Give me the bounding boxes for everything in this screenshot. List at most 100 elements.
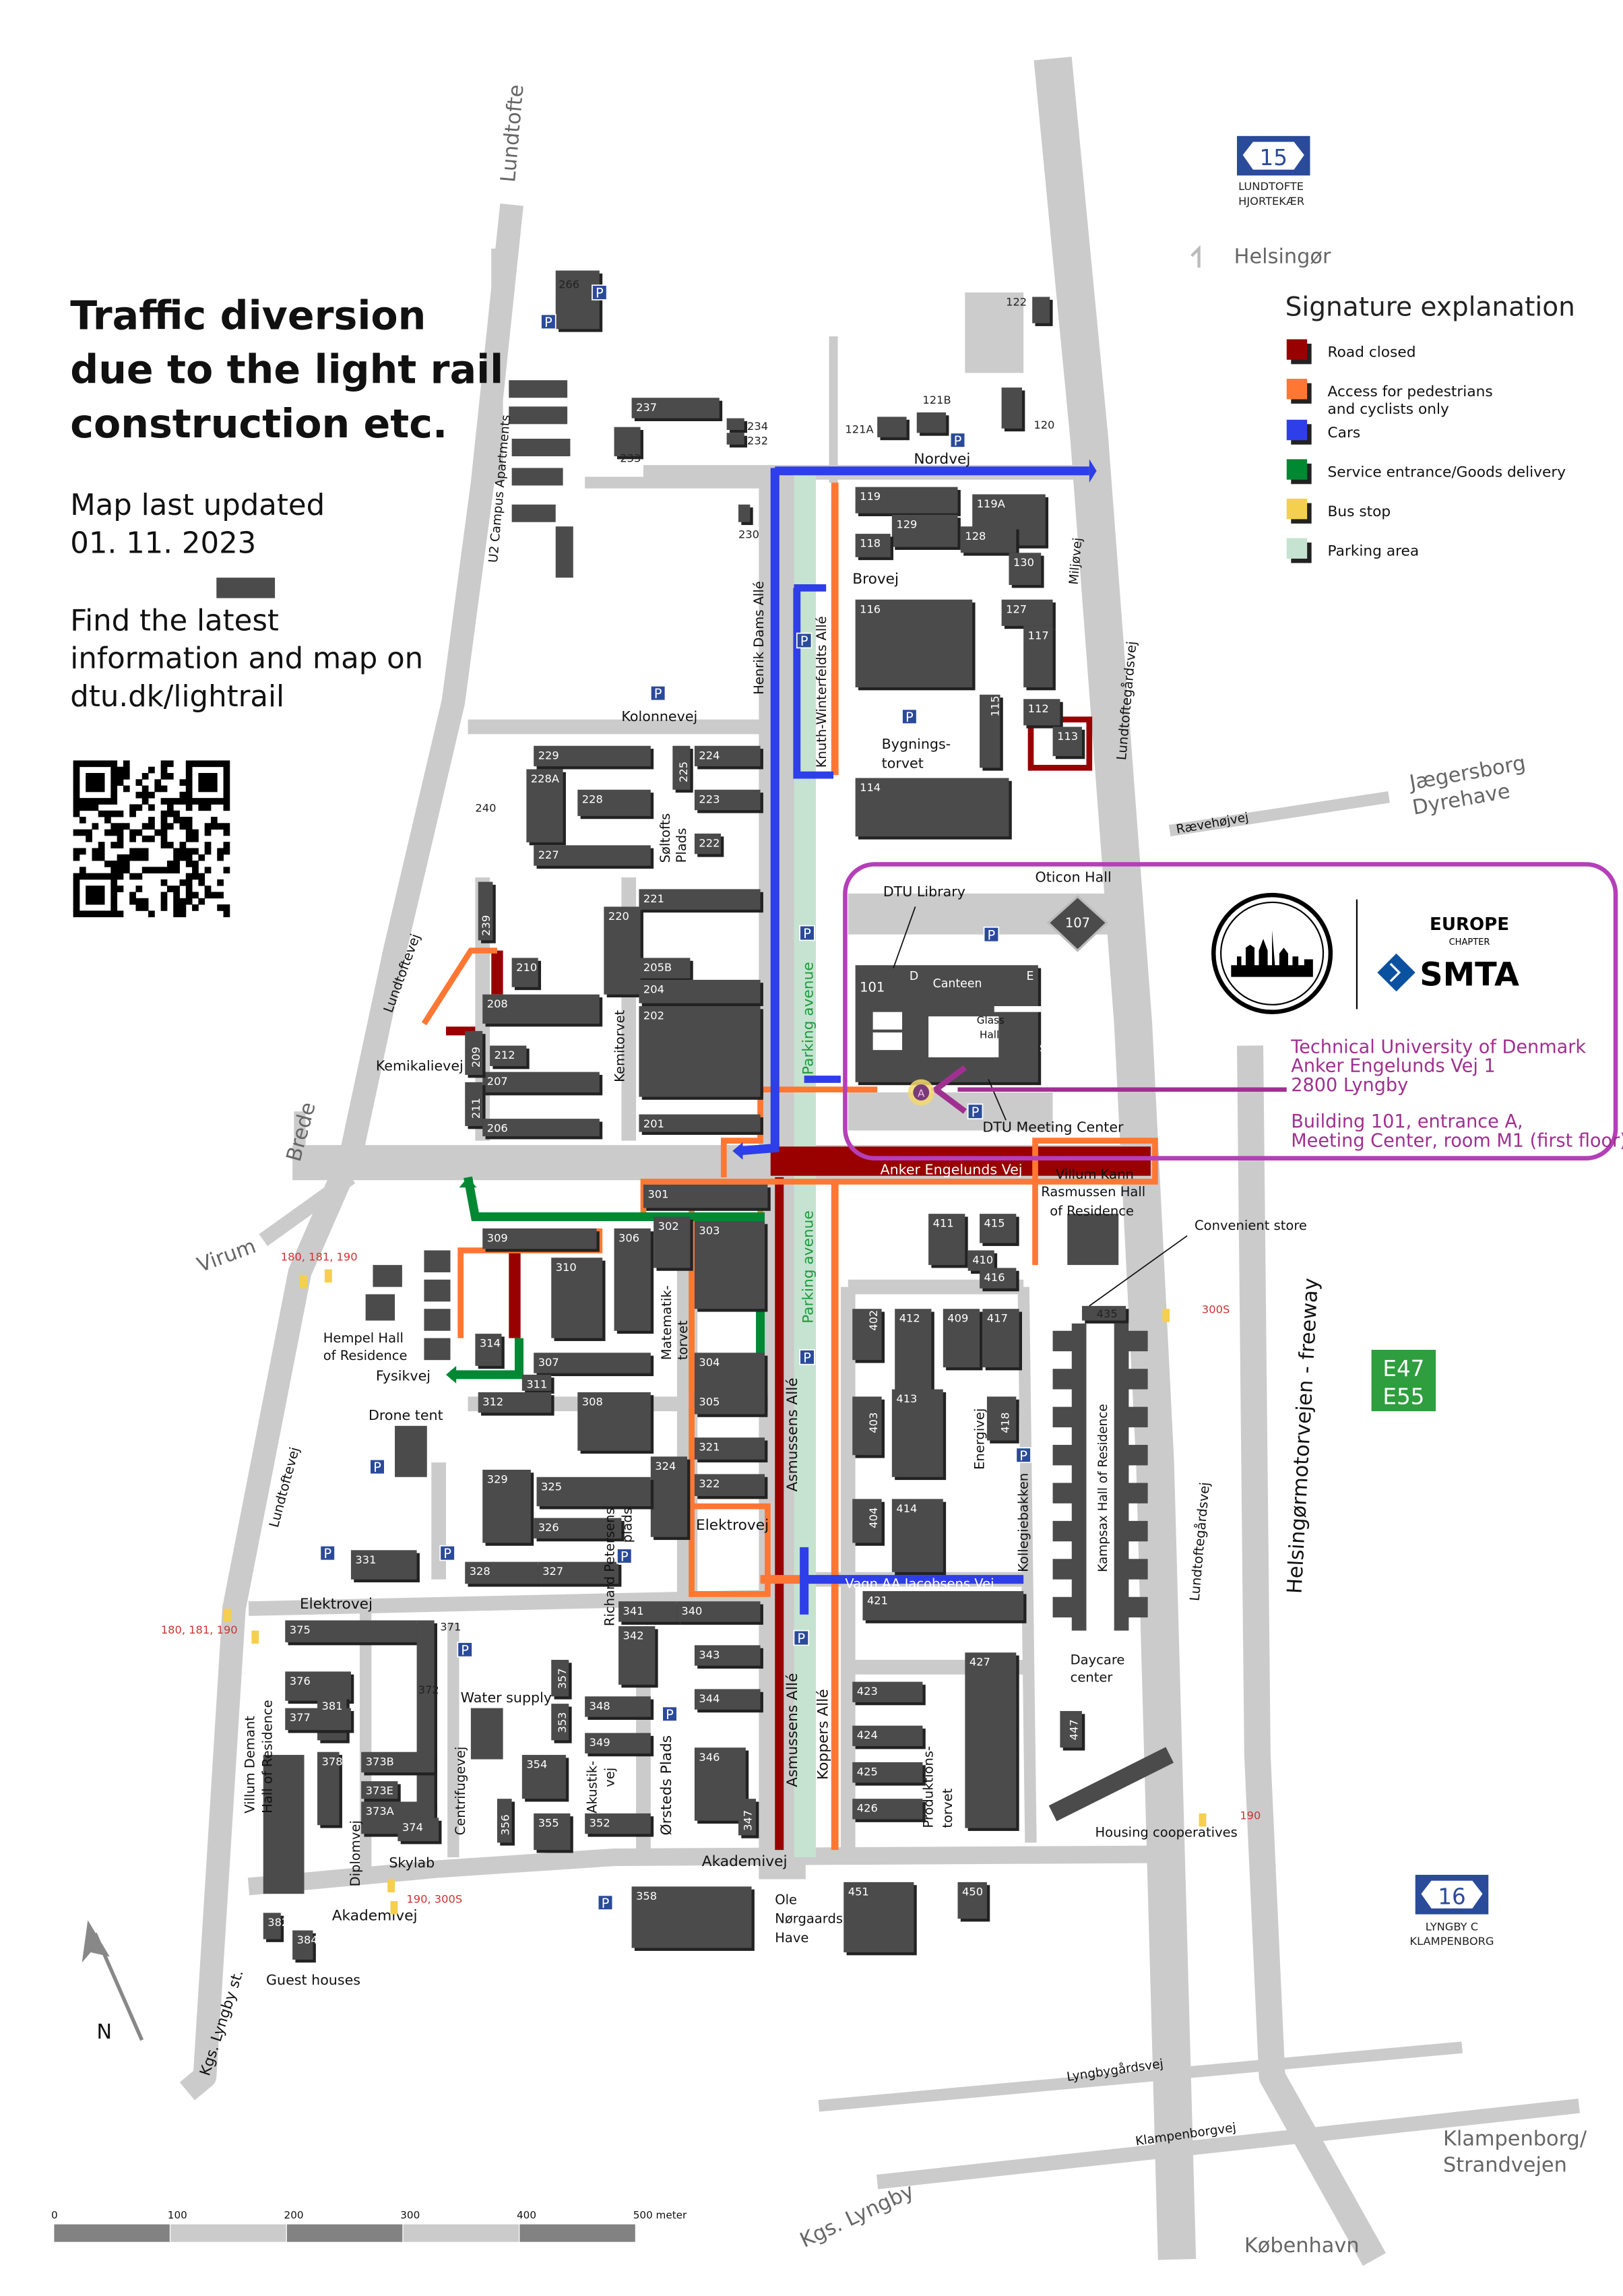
place-label: Ole <box>775 1892 797 1907</box>
qr-module <box>217 848 224 855</box>
street-label: Centrifugevej <box>453 1747 468 1836</box>
place-label: Housing cooperatives <box>1095 1825 1237 1840</box>
building-number: 435 <box>1097 1307 1118 1320</box>
rasmussen-hall <box>1067 1214 1119 1266</box>
villum-demant-hall <box>263 1755 305 1894</box>
building-number: 356 <box>499 1814 511 1835</box>
building-373E <box>361 1781 398 1799</box>
building-435 <box>1081 1305 1126 1321</box>
building-number: 378 <box>322 1755 343 1768</box>
qr-module <box>223 842 230 848</box>
parking-icon <box>439 1545 455 1561</box>
parking-letter: P <box>666 1707 674 1723</box>
bus-stop-icon <box>390 1901 398 1915</box>
place-label: Hempel Hall <box>323 1330 404 1346</box>
parking-letter: P <box>954 433 962 449</box>
qr-module <box>79 798 86 805</box>
qr-module <box>110 873 118 880</box>
building-number: 377 <box>290 1711 311 1724</box>
qr-module <box>86 886 92 892</box>
qr-module <box>173 892 180 899</box>
scale-tick-label: 400 <box>517 2209 536 2221</box>
building-357 <box>551 1660 569 1697</box>
route-number: 16 <box>1438 1884 1465 1909</box>
qr-module <box>92 773 99 780</box>
building-shapes <box>263 270 1129 1963</box>
qr-module <box>123 773 130 780</box>
info-link[interactable]: dtu.dk/lightrail <box>70 680 284 714</box>
entrance-marker-icon[interactable] <box>913 1084 930 1100</box>
street-label: Energivej <box>972 1408 988 1470</box>
street-label: Helsingørmotorvejen - freeway <box>1283 1277 1324 1594</box>
building-303 <box>694 1221 765 1309</box>
place-label: D <box>910 970 918 983</box>
qr-module <box>98 760 105 768</box>
building-number: 232 <box>747 435 768 447</box>
parking-letter: P <box>803 1350 811 1365</box>
building-425 <box>852 1762 923 1783</box>
building-221 <box>639 889 761 910</box>
qr-module <box>86 892 92 899</box>
road <box>259 1171 356 1247</box>
qr-module <box>185 785 193 793</box>
building-number: 233 <box>620 452 641 465</box>
building-377 <box>285 1708 351 1731</box>
building-number: 374 <box>402 1821 423 1834</box>
building <box>365 1294 395 1321</box>
qr-module <box>192 798 199 805</box>
place-label: Glass <box>977 1014 1005 1026</box>
place-label: Villum Kann <box>1056 1167 1134 1182</box>
building-307 <box>534 1353 651 1373</box>
bus-stop-icon <box>251 1630 259 1644</box>
place-label: Hall of Residence <box>260 1700 276 1813</box>
building-117 <box>1023 625 1053 687</box>
building <box>509 380 568 398</box>
qr-module <box>192 861 199 867</box>
courtyard <box>872 1012 903 1030</box>
parking-icon <box>597 1894 614 1911</box>
qr-module <box>79 910 86 918</box>
building-number: 418 <box>998 1413 1011 1433</box>
building-number: 324 <box>655 1460 676 1472</box>
street-label: Kemikalievej <box>376 1057 464 1074</box>
building-number: 266 <box>559 278 579 291</box>
qr-module <box>92 873 99 880</box>
qr-module <box>185 823 193 830</box>
building-number: 382 <box>267 1916 288 1929</box>
place-label: E <box>1026 970 1033 983</box>
qr-module <box>160 867 168 874</box>
venue-callout: A EUROPE CHAPTER SMTA Technical Universi… <box>843 862 1623 1160</box>
place-label: Canteen <box>933 977 982 991</box>
qr-code[interactable] <box>73 760 230 918</box>
qr-module <box>166 773 174 780</box>
building-355 <box>534 1813 571 1851</box>
qr-module <box>135 804 143 811</box>
qr-module <box>210 817 218 824</box>
building-122 <box>1032 297 1050 323</box>
building-348 <box>585 1696 651 1717</box>
legend-label: Parking area <box>1328 543 1420 560</box>
building-309 <box>482 1228 597 1249</box>
qr-module <box>148 804 155 811</box>
building-206 <box>482 1119 600 1137</box>
building-358 <box>631 1886 752 1948</box>
qr-module <box>135 904 143 911</box>
qr-module <box>154 867 162 874</box>
street-label: Produktions- <box>921 1746 936 1828</box>
qr-module <box>185 873 193 880</box>
building-352 <box>585 1813 651 1834</box>
road <box>876 2099 1580 2190</box>
qr-module <box>204 760 212 768</box>
qr-module <box>210 760 218 768</box>
route-arrow-icon <box>459 1177 477 1188</box>
building-number: 239 <box>480 915 492 936</box>
building-115 <box>980 694 1000 768</box>
scale-segment <box>403 2224 519 2242</box>
qr-module <box>141 854 149 861</box>
qr-module <box>210 773 218 780</box>
building-number: 358 <box>636 1890 657 1902</box>
venue-arrow-icon <box>930 1065 967 1114</box>
building-number: 205B <box>643 961 672 974</box>
destination-strandvejen: Strandvejen <box>1443 2154 1567 2177</box>
